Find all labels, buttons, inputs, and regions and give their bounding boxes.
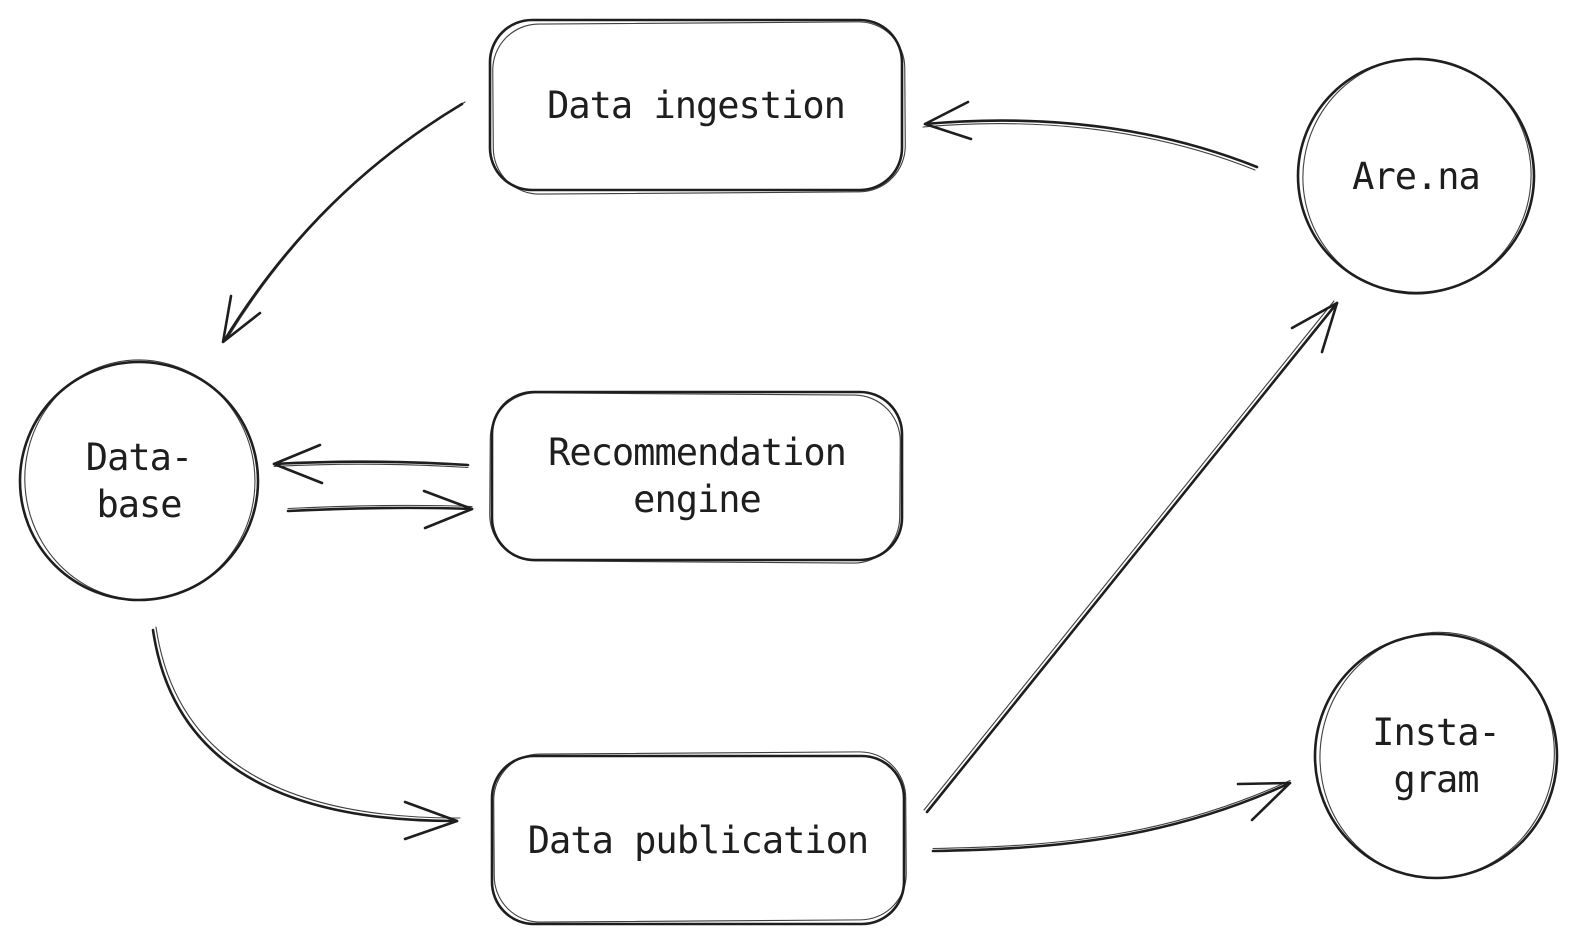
data-publication-box bbox=[490, 751, 907, 926]
arrow-database-to-engine bbox=[286, 489, 474, 530]
arrow-database-to-publication bbox=[151, 626, 461, 841]
recommendation-engine-box bbox=[489, 390, 904, 564]
arena-circle bbox=[1296, 57, 1536, 295]
arrow-engine-to-database bbox=[272, 443, 470, 485]
data-ingestion-box bbox=[488, 18, 906, 195]
arrow-arena-to-ingestion bbox=[922, 100, 1259, 171]
instagram-circle bbox=[1313, 631, 1559, 880]
arrow-publication-to-arena bbox=[923, 300, 1339, 814]
database-circle bbox=[18, 359, 260, 602]
arrow-publication-to-instagram bbox=[931, 779, 1292, 853]
arrow-ingestion-to-database bbox=[221, 101, 466, 344]
